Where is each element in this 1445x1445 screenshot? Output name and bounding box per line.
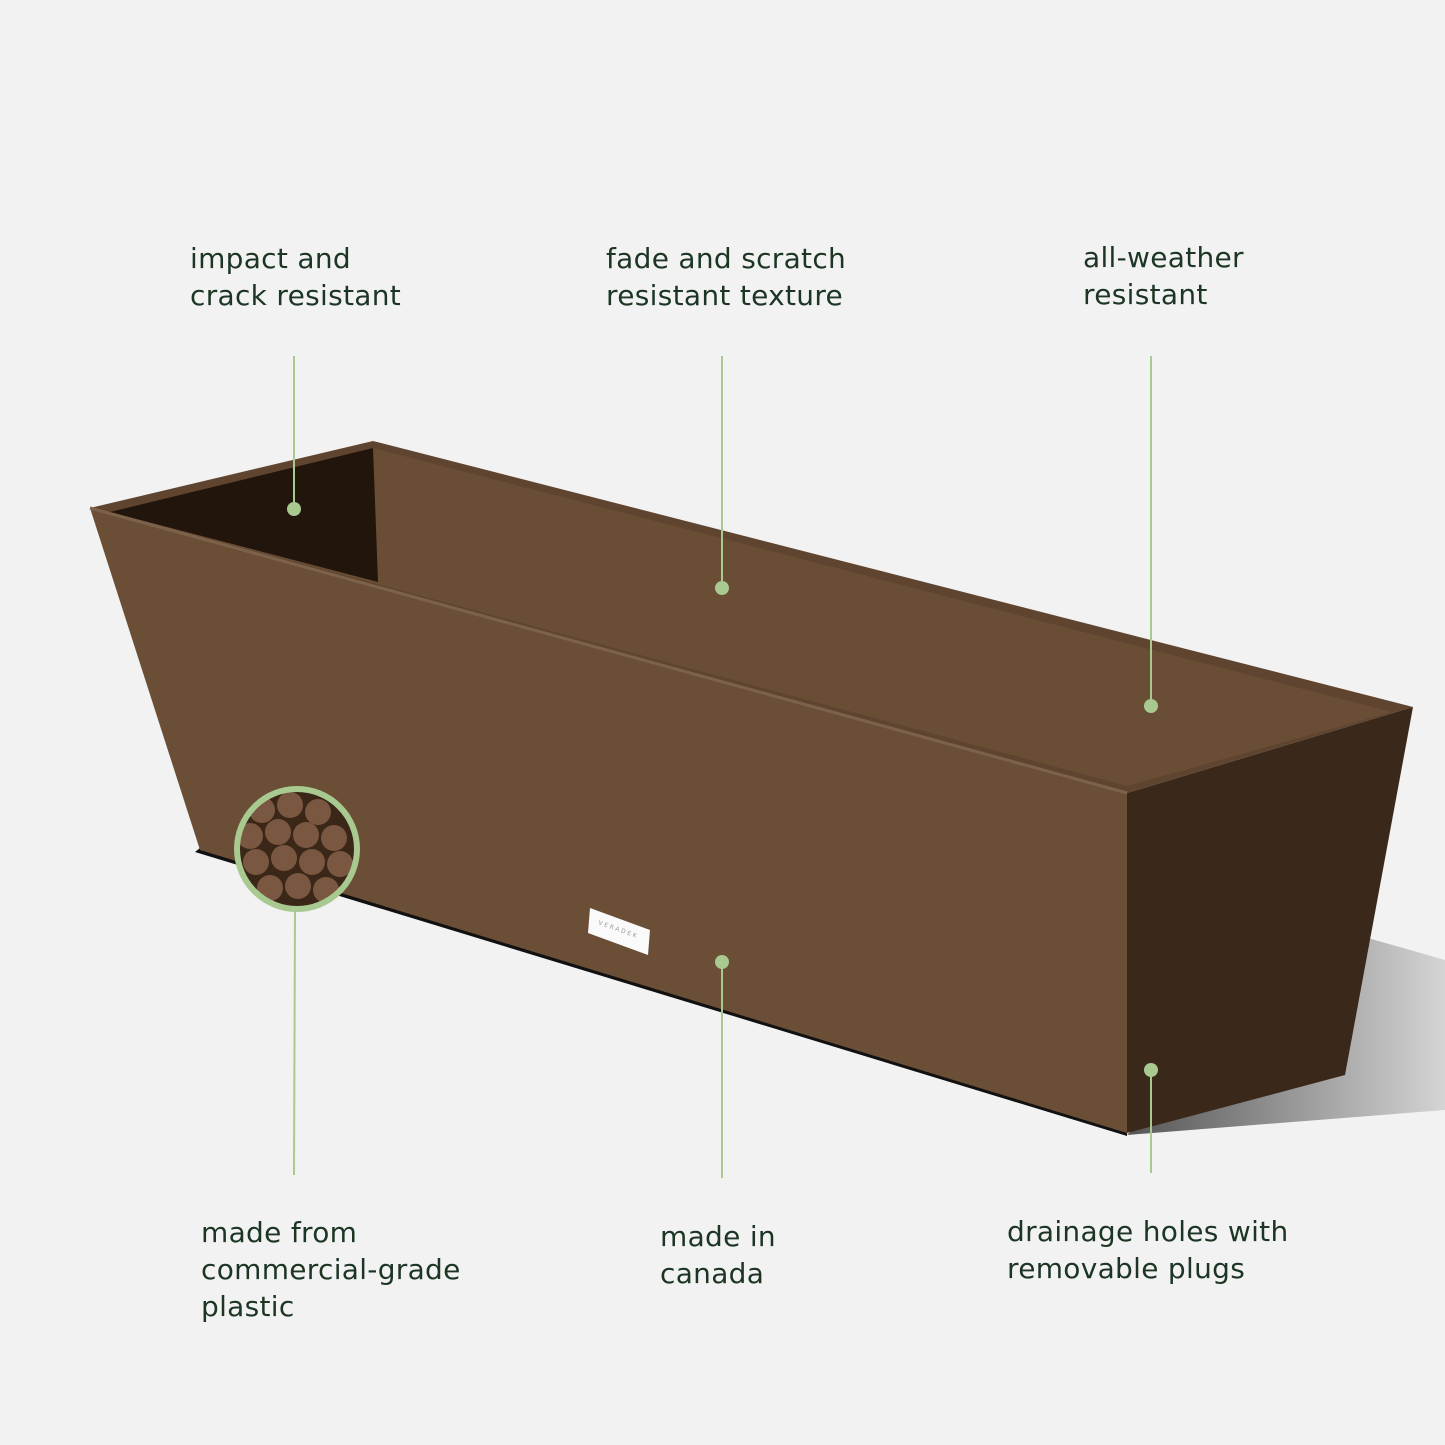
feature-impact-crack-resistant: impact and crack resistant xyxy=(190,242,402,312)
feature-made-in-canada: made in canada xyxy=(660,1220,776,1290)
callout-dot-weather xyxy=(1144,699,1158,713)
planter-interior-back xyxy=(110,448,1392,786)
callout-dot-canada xyxy=(715,955,729,969)
callout-dot-fade xyxy=(715,581,729,595)
callout-dot-impact xyxy=(287,502,301,516)
feature-drainage-holes: drainage holes with removable plugs xyxy=(1007,1215,1289,1285)
feature-commercial-grade-plastic: made from commercial-grade plastic xyxy=(201,1216,461,1323)
feature-all-weather-resistant: all-weather resistant xyxy=(1083,241,1244,311)
callout-dot-drainage xyxy=(1144,1063,1158,1077)
plastic-pellets-inset xyxy=(234,786,360,912)
planter-front-face xyxy=(90,508,1127,1133)
planter-base-edge xyxy=(195,848,1127,1136)
brand-tag xyxy=(588,908,650,955)
feature-fade-scratch-resistant: fade and scratch resistant texture xyxy=(606,242,847,312)
planter-right-face xyxy=(1127,707,1413,1133)
callout-lines xyxy=(293,356,1152,1178)
planter-interior-left-wall xyxy=(110,448,378,582)
planter-rim xyxy=(89,506,1128,795)
